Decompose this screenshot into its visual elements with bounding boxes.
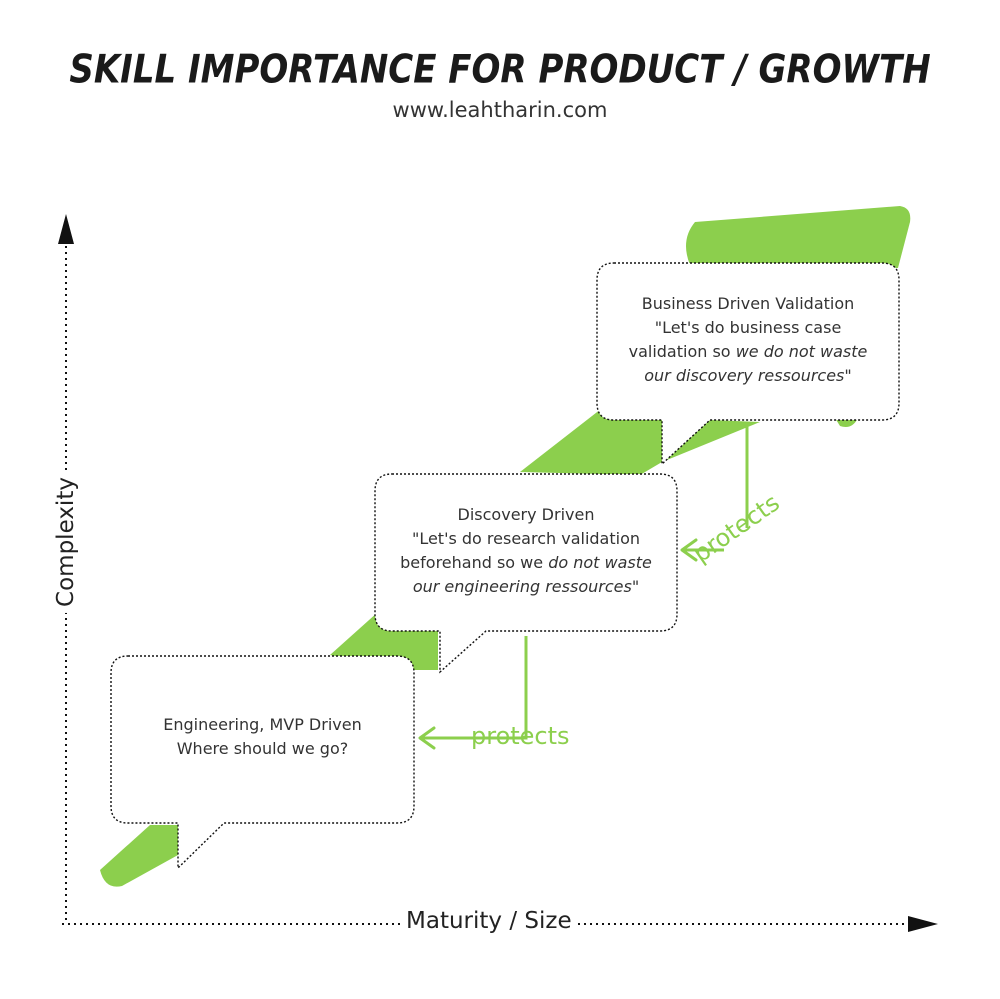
stage-business-line3-emphasis: our discovery ressources bbox=[644, 366, 845, 385]
stage-discovery-line2-emphasis: do not waste bbox=[548, 553, 652, 572]
stage-discovery-line2: beforehand so we do not waste bbox=[375, 551, 677, 575]
stage-discovery-line3: our engineering ressources" bbox=[375, 575, 677, 599]
page-subtitle: www.leahtharin.com bbox=[392, 98, 608, 122]
stage-discovery-heading: Discovery Driven bbox=[457, 505, 595, 524]
x-axis-arrow-icon bbox=[908, 916, 938, 932]
stage-business-text: Business Driven Validation "Let's do bus… bbox=[597, 292, 899, 388]
stage-business-line3: our discovery ressources" bbox=[597, 364, 899, 388]
growth-band-upper bbox=[520, 402, 662, 475]
stage-business-heading: Business Driven Validation bbox=[641, 294, 855, 313]
bubble-discovery bbox=[374, 473, 678, 674]
stage-business-line1: "Let's do business case bbox=[654, 318, 842, 337]
stage-discovery-line1: "Let's do research validation bbox=[411, 529, 641, 548]
stage-discovery-line3-emphasis: our engineering ressources bbox=[412, 577, 632, 596]
page-title: SKILL IMPORTANCE FOR PRODUCT / GROWTH bbox=[69, 47, 931, 93]
x-axis-label: Maturity / Size bbox=[400, 908, 578, 934]
y-axis-arrow-icon bbox=[58, 214, 74, 244]
growth-band bbox=[100, 206, 911, 887]
stage-discovery-text: Discovery Driven "Let's do research vali… bbox=[375, 503, 677, 599]
growth-band-connector bbox=[662, 420, 760, 462]
y-axis-label: Complexity bbox=[53, 471, 79, 613]
stage-business-line2-plain: validation so bbox=[628, 342, 736, 361]
growth-band-top bbox=[686, 206, 911, 268]
stage-business-line2: validation so we do not waste bbox=[597, 340, 899, 364]
bubble-business bbox=[596, 262, 900, 466]
bubble-engineering bbox=[110, 655, 415, 870]
growth-band-tip bbox=[835, 418, 858, 427]
growth-band-bottom bbox=[100, 825, 178, 887]
stage-engineering-text: Engineering, MVP Driven Where should we … bbox=[111, 713, 414, 761]
stage-discovery-line3-end: " bbox=[631, 577, 640, 596]
protects-label-1: protects bbox=[471, 722, 570, 750]
stage-business-line2-emphasis: we do not waste bbox=[735, 342, 868, 361]
stage-discovery-line2-plain: beforehand so we bbox=[400, 553, 549, 572]
stage-engineering-heading: Engineering, MVP Driven bbox=[163, 715, 362, 734]
protects-connector-2 bbox=[680, 424, 749, 562]
protects-connector-1 bbox=[418, 636, 528, 750]
stage-business-line3-end: " bbox=[844, 366, 852, 385]
stage-engineering-line: Where should we go? bbox=[176, 739, 349, 758]
